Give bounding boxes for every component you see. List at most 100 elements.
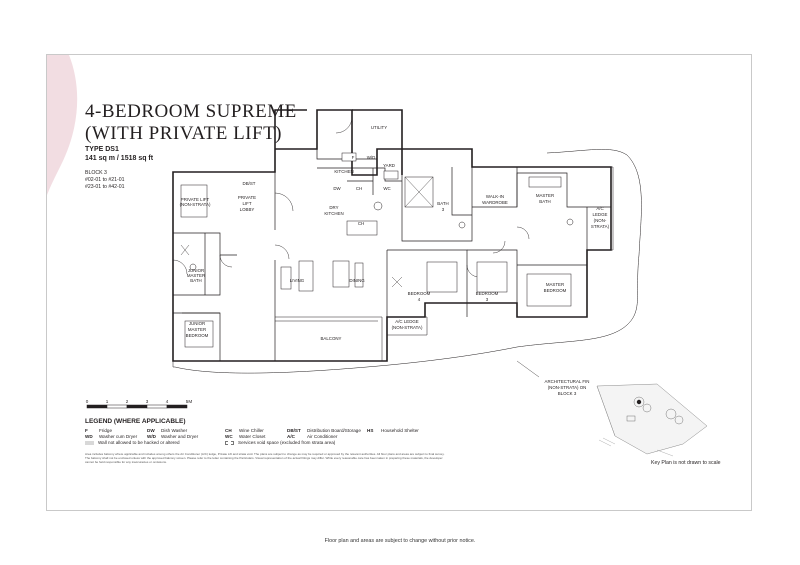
- legend-abbr: A/C: [287, 434, 295, 439]
- legend-text: Dish Washer: [161, 428, 188, 433]
- arch-fin-label-3: BLOCK 3: [558, 391, 577, 396]
- legend-text: Household Shelter: [381, 428, 419, 433]
- room-dbst: DB/ST: [243, 181, 256, 186]
- legend-item: HS Household Shelter: [367, 428, 419, 434]
- room-bedroom4-1: BEDROOM: [408, 291, 431, 296]
- unit-type: TYPE DS1: [85, 146, 119, 153]
- legend-text: Wall not allowed to be hacked or altered: [98, 440, 180, 445]
- room-ch: CH: [356, 186, 362, 191]
- legend-abbr: WC: [225, 434, 233, 439]
- room-jr-bath-2: MASTER: [187, 273, 205, 278]
- legend-item: CH Wine Chiller: [225, 428, 335, 434]
- legend-abbr: HS: [367, 428, 374, 433]
- room-ac-ledge-3: (NON-: [594, 218, 607, 223]
- room-living: LIVING: [290, 278, 305, 283]
- room-master-bath-2: BATH: [539, 199, 550, 204]
- room-jr-bed-3: BEDROOM: [186, 333, 209, 338]
- unit-location-marker-icon: [636, 399, 642, 405]
- room-walkin-1: WALK-IN: [486, 194, 504, 199]
- room-ac-ledge-4: STRATA): [591, 224, 610, 229]
- legend-item: DW Dish Washer: [147, 428, 198, 434]
- room-bedroom3-1: BEDROOM: [476, 291, 499, 296]
- room-jr-bath-3: BATH: [190, 278, 201, 283]
- disclaimer-text: Area includes balcony where applicable a…: [85, 452, 445, 464]
- room-labels: UTILITY F W/D YARD KITCHEN DB/ST DW CH W…: [180, 125, 610, 396]
- room-kitchen: KITCHEN: [334, 169, 353, 174]
- room-jr-bath-1: JUNIOR: [188, 268, 204, 273]
- scale-bar: 0 1 2 3 4 5M: [86, 399, 192, 409]
- room-wd: W/D: [367, 155, 376, 160]
- legend-text: Fridge: [99, 428, 113, 433]
- legend-item: DB/ST Distribution Board/Storage: [287, 428, 361, 434]
- scale-label-3: 3: [146, 399, 149, 404]
- cross-voids: [180, 176, 434, 288]
- room-ac-ledge-b-2: (NON-STRATA): [392, 325, 423, 330]
- room-master-bed-1: MASTER: [546, 282, 564, 287]
- floor-plan-drawing: UTILITY F W/D YARD KITCHEN DB/ST DW CH W…: [172, 109, 642, 396]
- block-label: BLOCK 3: [85, 170, 107, 176]
- legend-text: Washer and Dryer: [161, 434, 199, 439]
- unit-area: 141 sq m / 1518 sq ft: [85, 155, 154, 162]
- arch-fin-label-2: (NON-STRATA) ON: [548, 385, 587, 390]
- wall-swatch-icon: [85, 440, 94, 445]
- decorative-corner-swoosh: [47, 55, 78, 195]
- legend-text: Wine Chiller: [239, 428, 264, 433]
- room-bedroom3-2: 3: [486, 297, 489, 302]
- legend-abbr: DB/ST: [287, 428, 301, 433]
- plan-title: 4-BEDROOM SUPREME (WITH PRIVATE LIFT): [85, 101, 297, 145]
- room-dry-kitchen-2: KITCHEN: [324, 211, 343, 216]
- room-bath3-1: BATH: [437, 201, 448, 206]
- legend-col-5: HS Household Shelter: [367, 428, 419, 434]
- legend-abbr: CH: [225, 428, 232, 433]
- key-plan-note: Key Plan is not drawn to scale: [651, 460, 721, 466]
- room-dry-kitchen-1: DRY: [329, 205, 338, 210]
- door-swings: [172, 116, 530, 278]
- scale-label-4: 4: [166, 399, 169, 404]
- legend-text: Distribution Board/Storage: [307, 428, 361, 433]
- exterior-walls: [172, 109, 612, 362]
- room-dining: DINING: [349, 278, 365, 283]
- room-yard: YARD: [383, 163, 395, 168]
- legend-text: Water Closet: [239, 434, 266, 439]
- room-lobby-3: LOBBY: [240, 207, 255, 212]
- floor-plan-sheet: 4-BEDROOM SUPREME (WITH PRIVATE LIFT) TY…: [46, 54, 752, 511]
- room-utility: UTILITY: [371, 125, 387, 130]
- room-bath3-2: 3: [442, 207, 445, 212]
- scale-label-0: 0: [86, 399, 89, 404]
- legend-title: LEGEND (WHERE APPLICABLE): [85, 418, 186, 425]
- room-ac-ledge-1: A/C: [596, 206, 603, 211]
- room-f: F: [352, 155, 355, 160]
- room-balcony: BALCONY: [321, 336, 342, 341]
- scale-label-1: 1: [106, 399, 109, 404]
- scale-label-2: 2: [126, 399, 129, 404]
- room-master-bath-1: MASTER: [536, 193, 554, 198]
- legend-col-3: CH Wine Chiller WC Water Closet Services v…: [225, 428, 335, 446]
- room-walkin-2: WARDROBE: [482, 200, 508, 205]
- legend-abbr: WD: [85, 434, 93, 439]
- room-wc: WC: [383, 186, 390, 191]
- room-master-bed-2: BEDROOM: [544, 288, 567, 293]
- legend-text: Services void space (excluded from strat…: [238, 440, 336, 445]
- legend-abbr: F: [85, 428, 88, 433]
- unit-range-1: #02-01 to #21-01: [85, 177, 125, 183]
- architectural-fin: [172, 149, 642, 374]
- ac-ledge-outline: [386, 166, 614, 336]
- footer-note: Floor plan and areas are subject to chan…: [324, 538, 476, 544]
- legend-abbr: W/D: [147, 434, 156, 439]
- room-dw: DW: [333, 186, 341, 191]
- room-ac-ledge-2: LEDGE: [593, 212, 608, 217]
- legend-item: W/D Washer and Dryer: [147, 434, 198, 440]
- arch-fin-leader: [516, 360, 540, 378]
- room-jr-bed-1: JUNIOR: [189, 321, 205, 326]
- legend-col-2: DW Dish Washer W/D Washer and Dryer: [147, 428, 198, 440]
- legend-item: WC Water Closet: [225, 434, 335, 440]
- room-ch2: CH: [358, 221, 364, 226]
- room-ac-ledge-b-1: A/C LEDGE: [395, 319, 418, 324]
- room-private-lift: PRIVATE LIFT: [181, 197, 210, 202]
- plan-title-line1: 4-BEDROOM SUPREME: [85, 101, 297, 122]
- room-private-lift-nonstrata: (NON-STRATA): [180, 202, 211, 207]
- legend-abbr: DW: [147, 428, 155, 433]
- arch-fin-label-1: ARCHITECTURAL FIN: [545, 379, 590, 384]
